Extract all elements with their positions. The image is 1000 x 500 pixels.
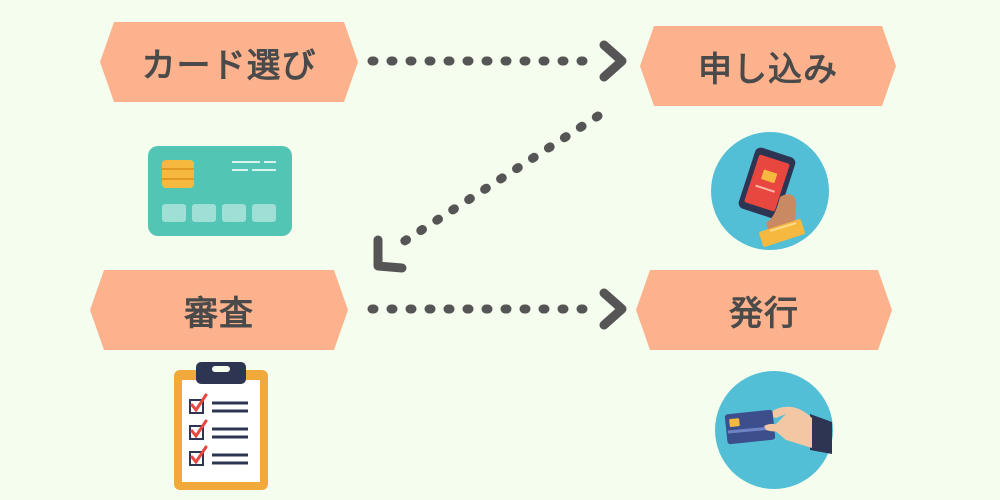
- step-label: 発行: [729, 293, 799, 334]
- step-card-selection: カード選び: [100, 22, 358, 102]
- step-label: 審査: [184, 293, 254, 334]
- step-screening: 審査: [90, 270, 348, 350]
- card-handover-icon: [715, 371, 833, 489]
- arrow-step3-to-step4: [367, 288, 627, 330]
- smartphone-hand-icon: [711, 132, 829, 250]
- step-label: カード選び: [141, 45, 317, 86]
- clipboard-checklist-icon: [174, 362, 268, 490]
- step-issuance: 発行: [636, 270, 892, 350]
- arrow-step2-to-step3: [373, 111, 603, 273]
- credit-card-icon: [148, 146, 292, 236]
- step-application: 申し込み: [640, 26, 896, 106]
- step-label: 申し込み: [698, 49, 838, 90]
- arrow-step1-to-step2: [367, 40, 627, 82]
